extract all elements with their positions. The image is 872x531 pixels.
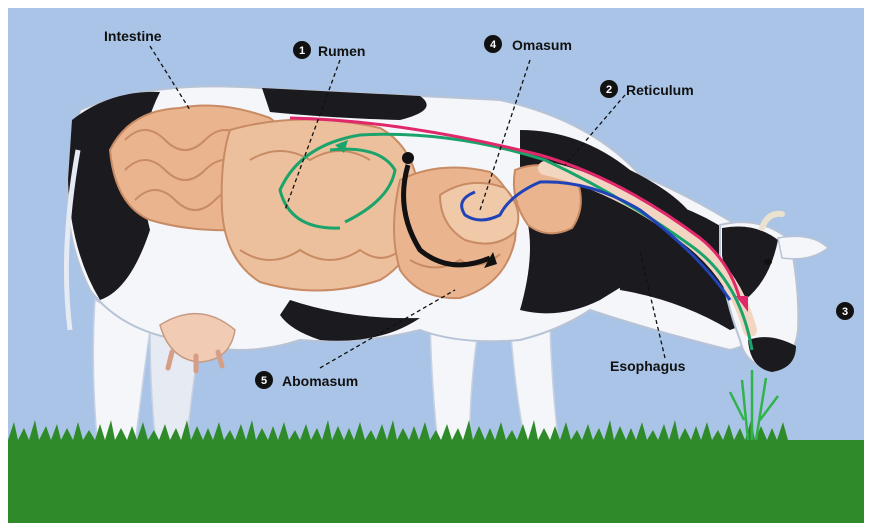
number-text: 3	[842, 306, 848, 318]
number-text: 2	[606, 84, 612, 96]
number-text: 1	[299, 45, 305, 57]
label-text: Rumen	[318, 43, 365, 59]
label-reticulum: 2 Reticulum	[600, 80, 694, 98]
number-text: 4	[490, 39, 497, 51]
label-esophagus: Esophagus	[610, 358, 686, 374]
label-text: Abomasum	[282, 373, 358, 389]
flow-origin-dot	[402, 152, 414, 164]
label-intestine: Intestine	[104, 28, 162, 44]
number-text: 5	[261, 375, 267, 387]
grass-field	[8, 440, 864, 523]
label-mouth: 3	[836, 302, 854, 320]
rumen	[222, 119, 420, 290]
label-text: Omasum	[512, 37, 572, 53]
label-omasum: 4 Omasum	[484, 35, 572, 53]
label-rumen: 1 Rumen	[293, 41, 365, 59]
label-text: Reticulum	[626, 82, 694, 98]
cow-eye	[764, 259, 772, 265]
